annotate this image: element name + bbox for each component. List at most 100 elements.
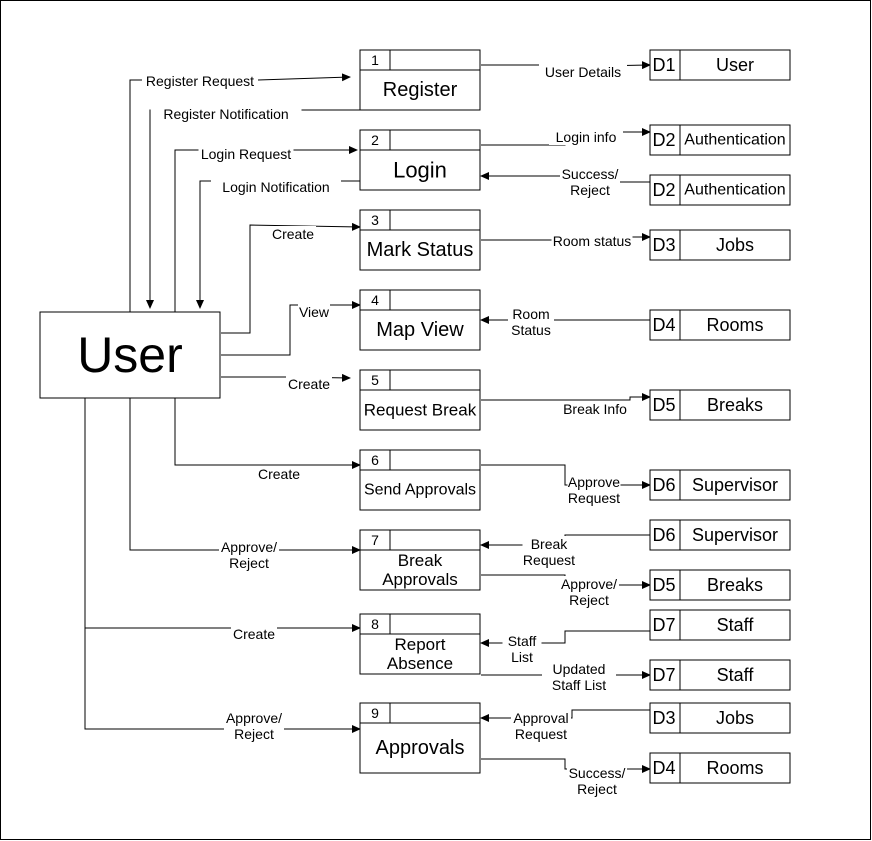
process-number: 2 (371, 132, 379, 148)
flow-label-text: Create (272, 226, 314, 242)
flow-label-text: Reject (577, 781, 617, 797)
process-name: Approvals (382, 570, 458, 589)
process-box (359, 289, 481, 351)
f-create-3-label: Create (270, 226, 316, 242)
process-box (359, 449, 481, 511)
flow-label-text: Approval (513, 710, 568, 726)
f-success-reject-2-label: Success/Reject (560, 166, 620, 198)
store-name: Jobs (716, 235, 754, 255)
flow-label-text: Break (531, 536, 569, 552)
store-box (649, 309, 791, 341)
store-box (649, 659, 791, 691)
flow-label-text: Login Request (201, 146, 291, 162)
flow-label-text: Create (233, 626, 275, 642)
flow-label-text: Approve/ (221, 539, 277, 555)
flow-label-text: Register Request (146, 73, 254, 89)
flow-label-text: Updated (553, 661, 606, 677)
flow-label-text: Staff (508, 633, 537, 649)
process-name: Request Break (364, 401, 477, 420)
f-success-reject-9-label: Success/Reject (567, 765, 627, 797)
store-box (649, 49, 791, 81)
store-box (649, 609, 791, 641)
process-number: 9 (371, 705, 379, 721)
store-code: D2 (652, 180, 675, 200)
flow-label-text: Status (511, 322, 551, 338)
f-login-notification-label: Login Notification (211, 179, 341, 195)
label-background (567, 765, 627, 797)
flow-label-text: Staff List (552, 677, 606, 693)
f-approve-7-arrow (129, 398, 361, 554)
flow-label-text: Approve/ (226, 710, 282, 726)
flow-label-text: Approve/ (561, 576, 617, 592)
process-name: Mark Status (367, 239, 474, 261)
f-login-info-label: Login info (549, 129, 623, 145)
process-name: Login (393, 158, 447, 183)
f-view-4-label: View (298, 304, 330, 320)
label-background (539, 64, 627, 80)
store-name: User (716, 55, 754, 75)
f-break-info-label: Break Info (558, 401, 632, 417)
process-box (359, 702, 481, 774)
store-code: D5 (652, 395, 675, 415)
store-name: Authentication (684, 182, 785, 199)
flow-label-text: Login info (556, 129, 617, 145)
flow-label-text: Request (515, 726, 567, 742)
flow-label-text: Login Notification (222, 179, 329, 195)
label-background (270, 226, 316, 242)
flow-label-text: Room (512, 306, 549, 322)
user-entity: User (39, 311, 221, 399)
label-background (567, 474, 621, 506)
f-create-8-label: Create (231, 626, 277, 642)
label-background (150, 106, 302, 122)
process-box (359, 49, 481, 111)
data-store-d2: D2 Authentication (649, 174, 791, 206)
label-background (511, 710, 571, 742)
flow-label-text: Room status (553, 233, 632, 249)
label-background (558, 401, 632, 417)
store-box (649, 229, 791, 261)
f-approve-reject-7-label: Approve/Reject (559, 576, 619, 608)
flow-label-text: Approve (568, 474, 620, 490)
process-number: 8 (371, 616, 379, 632)
label-background (286, 376, 332, 392)
flow-label-text: Reject (234, 726, 274, 742)
store-code: D4 (652, 758, 675, 778)
store-code: D2 (652, 130, 675, 150)
label-background (231, 626, 277, 642)
label-background (508, 306, 554, 338)
flow-label-text: User Details (545, 64, 621, 80)
f-approve-9-label: Approve/Reject (224, 710, 284, 742)
store-box (649, 174, 791, 206)
label-background (549, 129, 623, 145)
store-name: Rooms (706, 315, 763, 335)
process-number: 6 (371, 452, 379, 468)
flow-label-text: Reject (570, 182, 610, 198)
store-name: Supervisor (692, 525, 778, 545)
flow-label-text: Request (568, 490, 620, 506)
f-approve-7-label: Approve/Reject (219, 539, 279, 571)
process-name: Break (398, 551, 443, 570)
entity-box (39, 311, 221, 399)
process-number: 1 (371, 52, 379, 68)
process-box (359, 529, 481, 591)
label-background (211, 179, 341, 195)
label-background (560, 166, 620, 198)
flow-label-text: Success/ (562, 166, 619, 182)
f-create-5-label: Create (286, 376, 332, 392)
